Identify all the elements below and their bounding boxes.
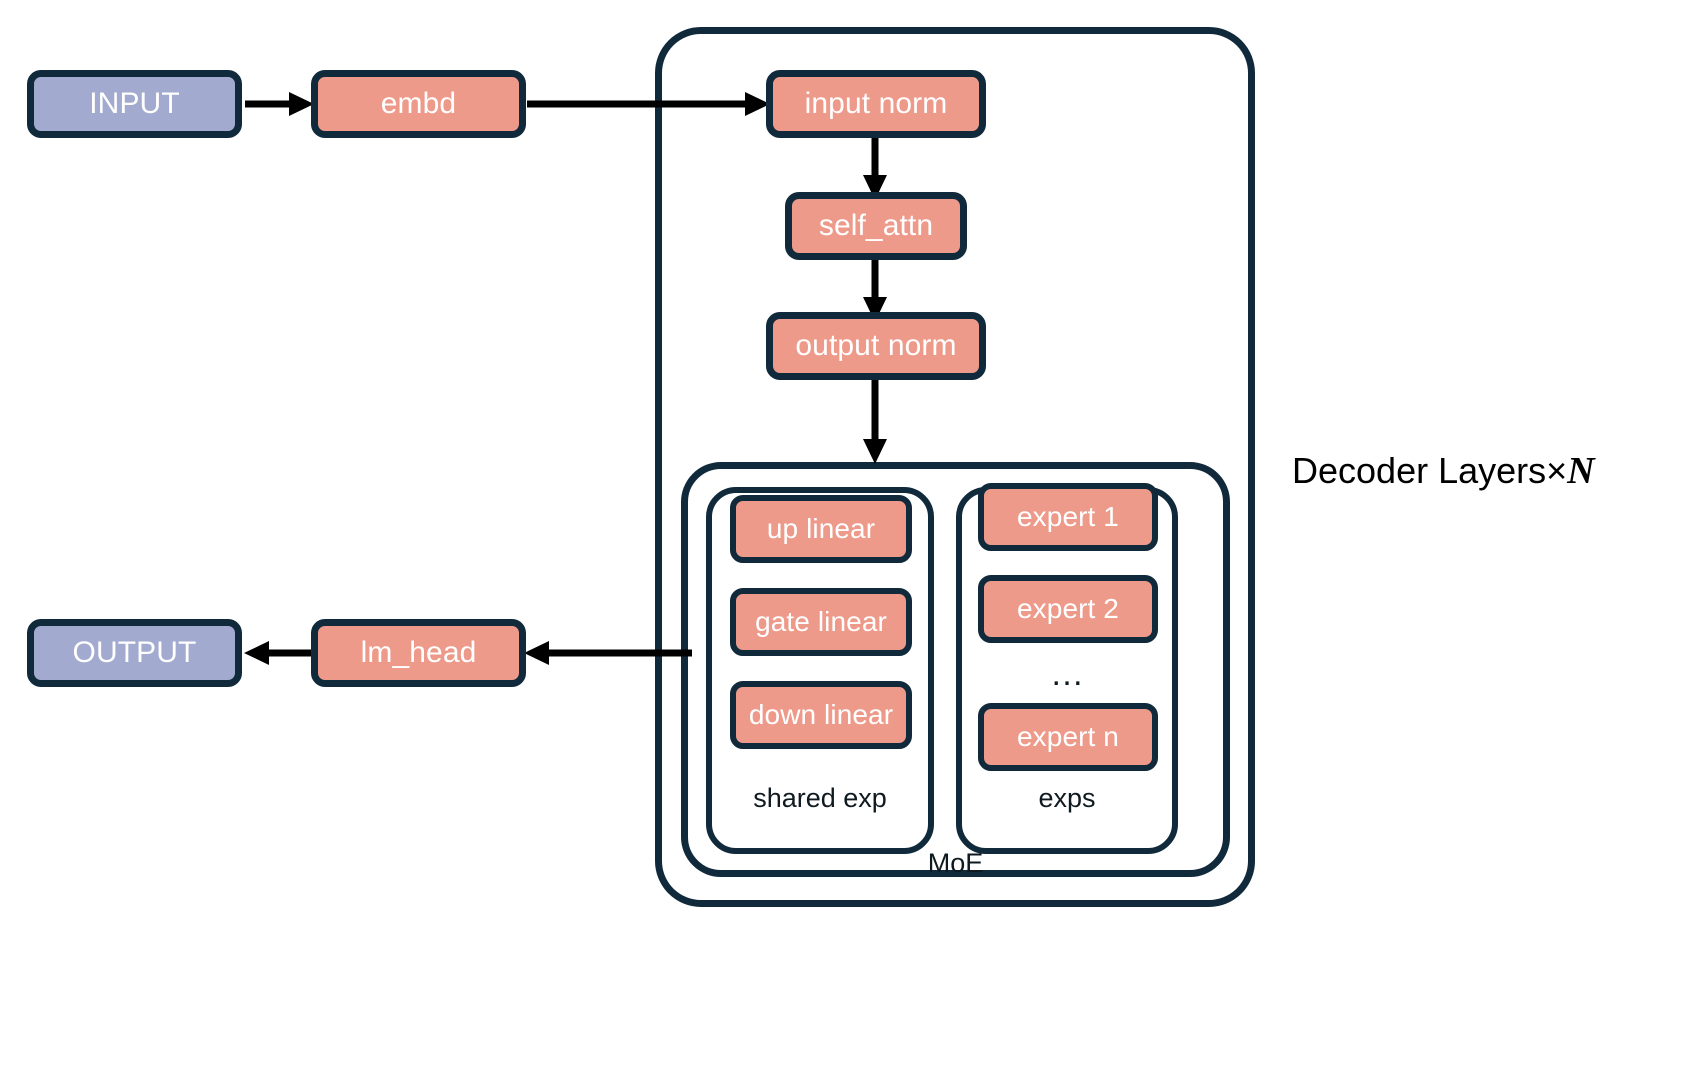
node-output-norm-label: output norm [795, 329, 957, 362]
node-output-norm[interactable]: output norm [766, 312, 986, 380]
decoder-caption-text: Decoder Layers× [1292, 450, 1568, 491]
node-embd[interactable]: embd [311, 70, 526, 138]
node-output-label: OUTPUT [72, 636, 197, 669]
node-input[interactable]: INPUT [27, 70, 242, 138]
edge-output-norm-to-moe [857, 376, 893, 468]
edge-input-norm-to-self-attn [857, 134, 893, 204]
node-up-linear[interactable]: up linear [730, 495, 912, 563]
node-expert-1[interactable]: expert 1 [978, 483, 1158, 551]
node-lm-head[interactable]: lm_head [311, 619, 526, 687]
exps-label: exps [956, 785, 1178, 812]
node-input-norm[interactable]: input norm [766, 70, 986, 138]
edge-input-to-embd [245, 86, 320, 122]
node-gate-linear[interactable]: gate linear [730, 588, 912, 656]
node-expert-2[interactable]: expert 2 [978, 575, 1158, 643]
moe-text: MoE [927, 848, 984, 878]
decoder-caption-n: N [1567, 450, 1595, 492]
node-gate-linear-label: gate linear [755, 606, 887, 637]
node-expert-1-label: expert 1 [1017, 501, 1119, 532]
node-self-attn-label: self_attn [818, 209, 934, 242]
moe-container [681, 462, 1230, 877]
shared-exp-text: shared exp [753, 783, 887, 813]
edge-lm-head-to-output [240, 635, 318, 671]
node-down-linear[interactable]: down linear [730, 681, 912, 749]
shared-expert-group [706, 487, 934, 854]
edge-embd-to-input-norm [527, 86, 777, 122]
node-down-linear-label: down linear [748, 699, 894, 730]
node-lm-head-label: lm_head [360, 636, 477, 669]
node-expert-2-label: expert 2 [1017, 593, 1119, 624]
moe-label: MoE [681, 850, 1230, 877]
edge-moe-to-lm-head [520, 635, 692, 671]
exps-text: exps [1038, 783, 1096, 813]
node-expert-n-label: expert n [1017, 721, 1119, 752]
shared-exp-label: shared exp [706, 785, 934, 812]
edge-self-attn-to-output-norm [857, 256, 893, 326]
node-input-norm-label: input norm [804, 87, 948, 120]
node-output[interactable]: OUTPUT [27, 619, 242, 687]
node-up-linear-label: up linear [766, 513, 876, 544]
node-embd-label: embd [380, 87, 457, 120]
decoder-layer-container [655, 27, 1255, 907]
decoder-layers-caption: Decoder Layers×N [1292, 452, 1595, 490]
experts-ellipsis-label: … [1050, 657, 1086, 691]
node-input-label: INPUT [89, 87, 180, 120]
node-expert-n[interactable]: expert n [978, 703, 1158, 771]
node-self-attn[interactable]: self_attn [785, 192, 967, 260]
ellipsis-text: … [1050, 655, 1086, 693]
